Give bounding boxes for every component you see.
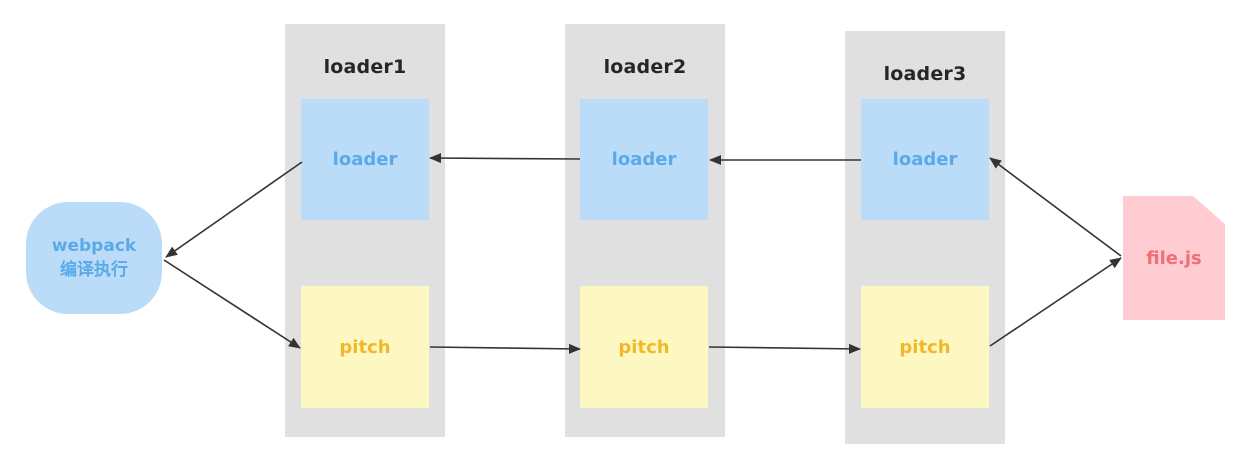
arrow-webpack-to-pitch1 [163,259,301,349]
loader2-loader-label: loader [611,149,677,170]
loader1-loader-label: loader [332,149,398,170]
loader1-pitch-box: pitch [301,286,429,408]
loader1-column: loader1 loader pitch [285,24,445,437]
loader1-pitch-label: pitch [339,336,391,358]
loader1-loader-box: loader [301,99,429,220]
loader2-pitch-label: pitch [618,336,670,358]
arrow-pitch2-to-pitch3 [708,343,861,354]
loader2-column: loader2 loader pitch [565,24,725,437]
webpack-label: webpack [51,236,137,256]
webpack-node: webpack 编译执行 [26,202,162,314]
arrow-pitch1-to-pitch2 [429,343,581,354]
loader3-column: loader3 loader pitch [845,31,1005,444]
loader1-title: loader1 [323,56,407,78]
loader3-pitch-label: pitch [899,336,951,358]
arrow-loader1-to-webpack [165,161,303,258]
loader3-loader-box: loader [861,99,989,220]
loader3-title: loader3 [883,63,967,85]
loader2-loader-box: loader [580,99,708,220]
arrow-file-to-loader3 [989,157,1122,257]
arrow-pitch3-to-file [989,257,1122,347]
file-document-icon [1123,196,1225,320]
loader3-pitch-box: pitch [861,286,989,408]
file-label: file.js [1146,247,1202,269]
loader2-title: loader2 [603,56,687,78]
arrow-loader2-to-loader1 [429,153,581,164]
loader3-loader-label: loader [892,149,958,170]
file-node: file.js [1123,196,1225,320]
webpack-sublabel: 编译执行 [60,260,128,280]
loader2-pitch-box: pitch [580,286,708,408]
